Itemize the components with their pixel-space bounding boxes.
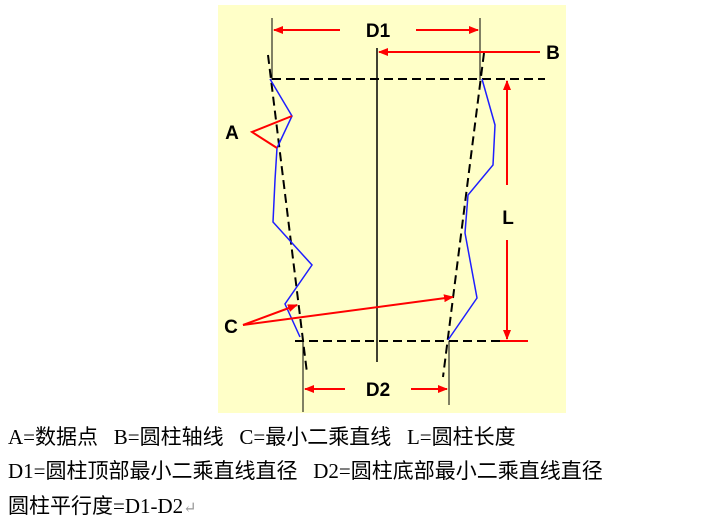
return-mark-icon: ↵ (183, 500, 197, 517)
left-lsq-line (267, 54, 308, 374)
a-pointer (249, 115, 293, 149)
parallelism-formula: 圆柱平行度=D1-D2 (8, 494, 184, 518)
right-profile-data-points (447, 78, 496, 341)
left-profile-data-points (269, 78, 313, 338)
caption-line-1: A=数据点 B=圆柱轴线 C=最小二乘直线 L=圆柱长度 (8, 425, 516, 449)
extension-lines (271, 18, 481, 412)
cylinder-parallelism-diagram: D1 B A L C D2 (218, 5, 566, 413)
right-lsq-line (442, 52, 485, 378)
caption-line-2: D1=圆柱顶部最小二乘直线直径 D2=圆柱底部最小二乘直线直径 (8, 459, 603, 483)
diagram-background (218, 5, 566, 413)
c-pointer-left (242, 304, 298, 326)
label-c: C (224, 317, 238, 338)
label-b: B (546, 43, 560, 64)
label-a: A (225, 123, 239, 144)
dimension-arrows (242, 26, 540, 393)
label-d1: D1 (366, 21, 391, 42)
c-pointer-right (242, 294, 454, 326)
caption-line-3: 圆柱平行度=D1-D2↵ (8, 494, 197, 521)
label-d2: D2 (366, 380, 390, 401)
least-squares-lines (267, 52, 545, 378)
label-l: L (502, 208, 514, 229)
